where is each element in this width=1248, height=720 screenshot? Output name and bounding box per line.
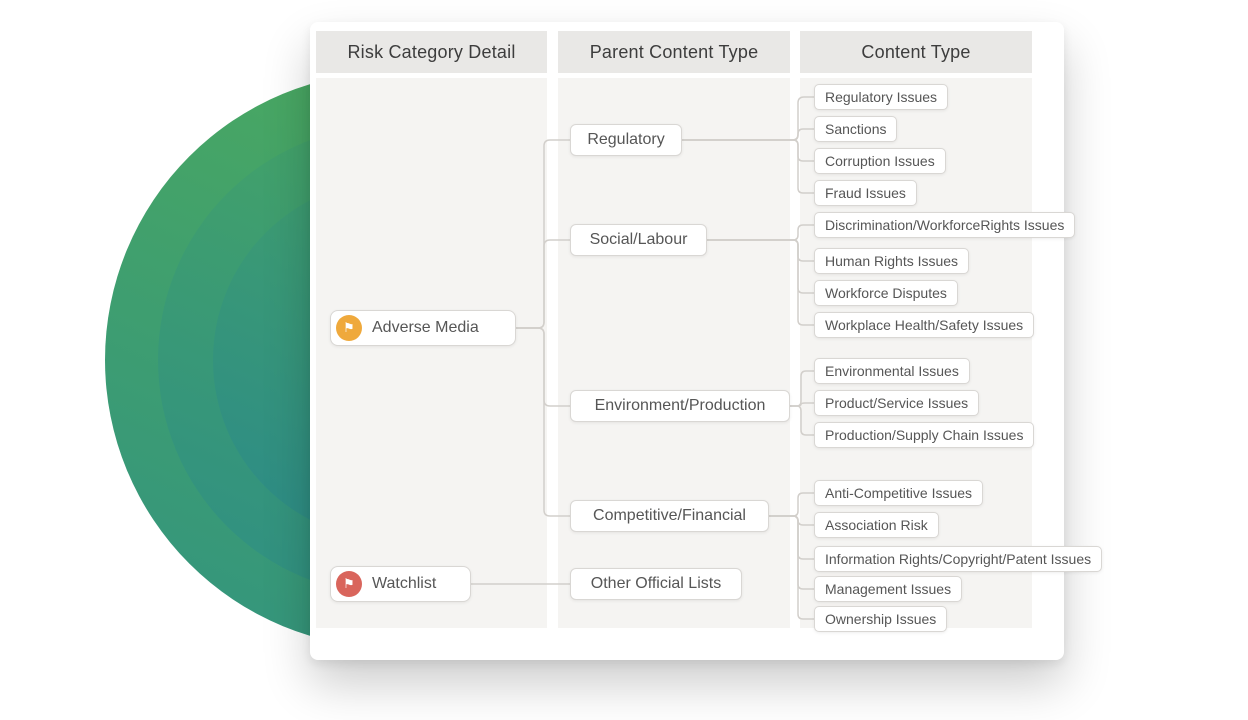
risk-category-label: Adverse Media	[372, 319, 479, 336]
node-content-product-service-issues: Product/Service Issues	[814, 390, 980, 416]
column-header-risk-category-detail: Risk Category Detail	[316, 31, 547, 73]
node-parent-competitive-financial: Competitive/Financial	[570, 500, 769, 532]
node-content-discrimination-workforce-rights: Discrimination/WorkforceRights Issues	[814, 212, 1076, 238]
node-parent-regulatory: Regulatory	[570, 124, 682, 156]
node-risk-watchlist: ⚑ Watchlist	[330, 566, 471, 602]
node-parent-environment-production: Environment/Production	[570, 390, 790, 422]
node-content-workplace-health-safety: Workplace Health/Safety Issues	[814, 312, 1035, 338]
node-content-human-rights-issues: Human Rights Issues	[814, 248, 970, 274]
node-content-ownership-issues: Ownership Issues	[814, 606, 948, 632]
node-parent-social-labour: Social/Labour	[570, 224, 707, 256]
node-content-production-supply-chain: Production/Supply Chain Issues	[814, 422, 1035, 448]
node-risk-adverse-media: ⚑ Adverse Media	[330, 310, 516, 346]
column-body-parent-content-type	[558, 78, 790, 628]
node-content-association-risk: Association Risk	[814, 512, 939, 538]
node-content-regulatory-issues: Regulatory Issues	[814, 84, 949, 110]
node-content-environmental-issues: Environmental Issues	[814, 358, 970, 384]
column-header-content-type: Content Type	[800, 31, 1032, 73]
node-content-corruption-issues: Corruption Issues	[814, 148, 946, 174]
node-content-sanctions: Sanctions	[814, 116, 898, 142]
flag-icon: ⚑	[336, 571, 362, 597]
node-content-information-rights-copyright-patent: Information Rights/Copyright/Patent Issu…	[814, 546, 1103, 572]
column-header-parent-content-type: Parent Content Type	[558, 31, 790, 73]
node-content-fraud-issues: Fraud Issues	[814, 180, 917, 206]
flag-icon: ⚑	[336, 315, 362, 341]
node-parent-other-official-lists: Other Official Lists	[570, 568, 742, 600]
risk-category-label: Watchlist	[372, 575, 437, 592]
node-content-workforce-disputes: Workforce Disputes	[814, 280, 958, 306]
node-content-anti-competitive-issues: Anti-Competitive Issues	[814, 480, 984, 506]
node-content-management-issues: Management Issues	[814, 576, 963, 602]
column-body-risk-category-detail	[316, 78, 547, 628]
